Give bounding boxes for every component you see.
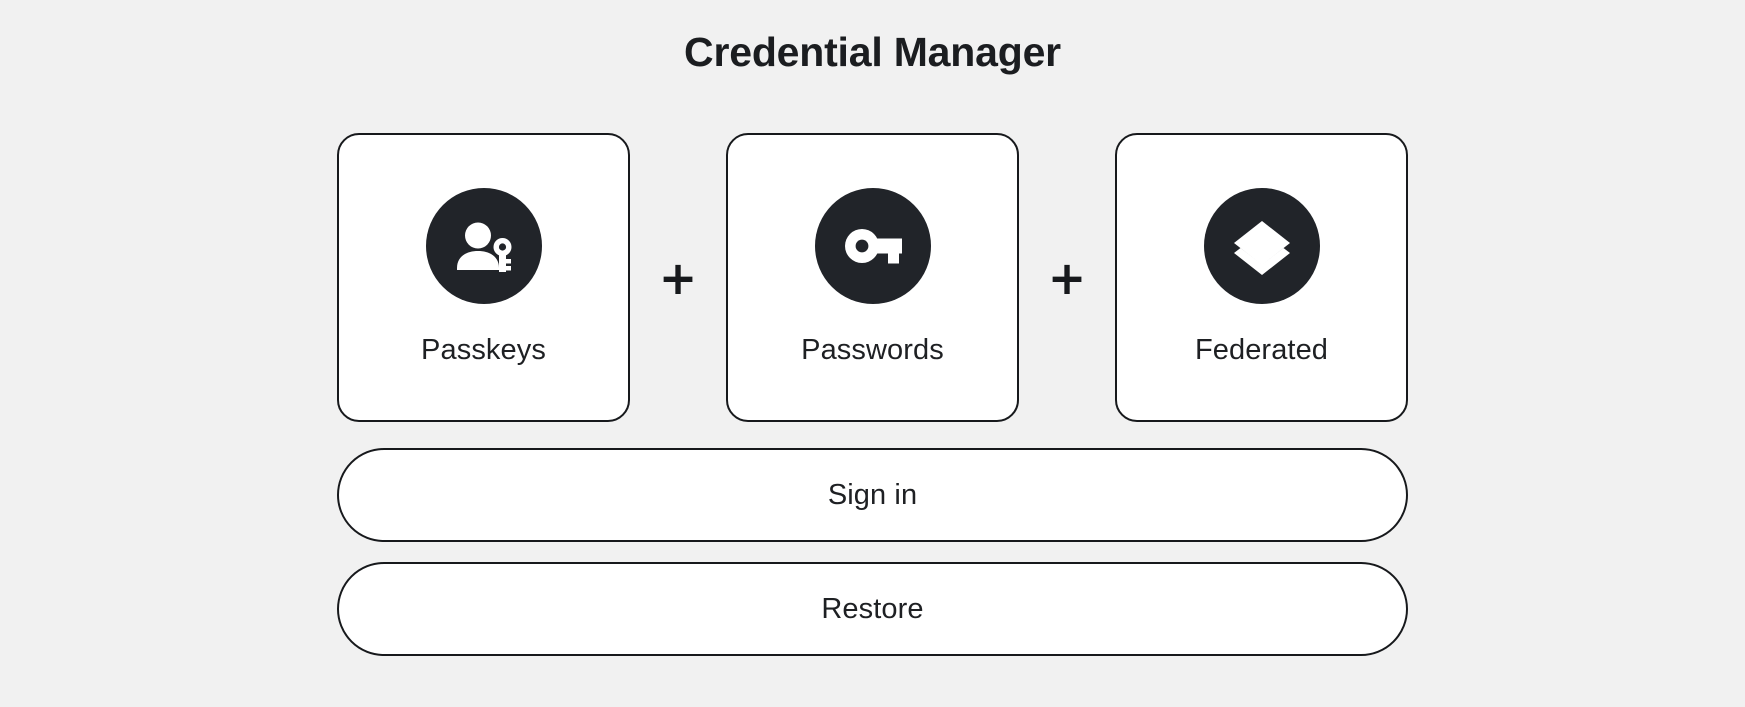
credential-type-row: Passkeys + Passwords + <box>337 133 1408 422</box>
restore-button[interactable]: Restore <box>337 562 1408 656</box>
sign-in-button[interactable]: Sign in <box>337 448 1408 542</box>
key-icon <box>814 188 931 304</box>
plus-separator-2: + <box>1047 250 1087 305</box>
layers-icon <box>1203 188 1320 304</box>
credential-card-label: Federated <box>1194 334 1329 366</box>
credential-card-label: Passwords <box>801 334 944 366</box>
credential-card-label: Passkeys <box>421 334 546 366</box>
plus-separator-1: + <box>658 250 698 305</box>
person-key-icon <box>425 188 542 304</box>
credential-card-federated[interactable]: Federated <box>1115 133 1408 422</box>
credential-card-passwords[interactable]: Passwords <box>726 133 1019 422</box>
page-title: Credential Manager <box>684 29 1061 75</box>
credential-card-passkeys[interactable]: Passkeys <box>337 133 630 422</box>
action-button-group: Sign in Restore <box>337 448 1408 656</box>
